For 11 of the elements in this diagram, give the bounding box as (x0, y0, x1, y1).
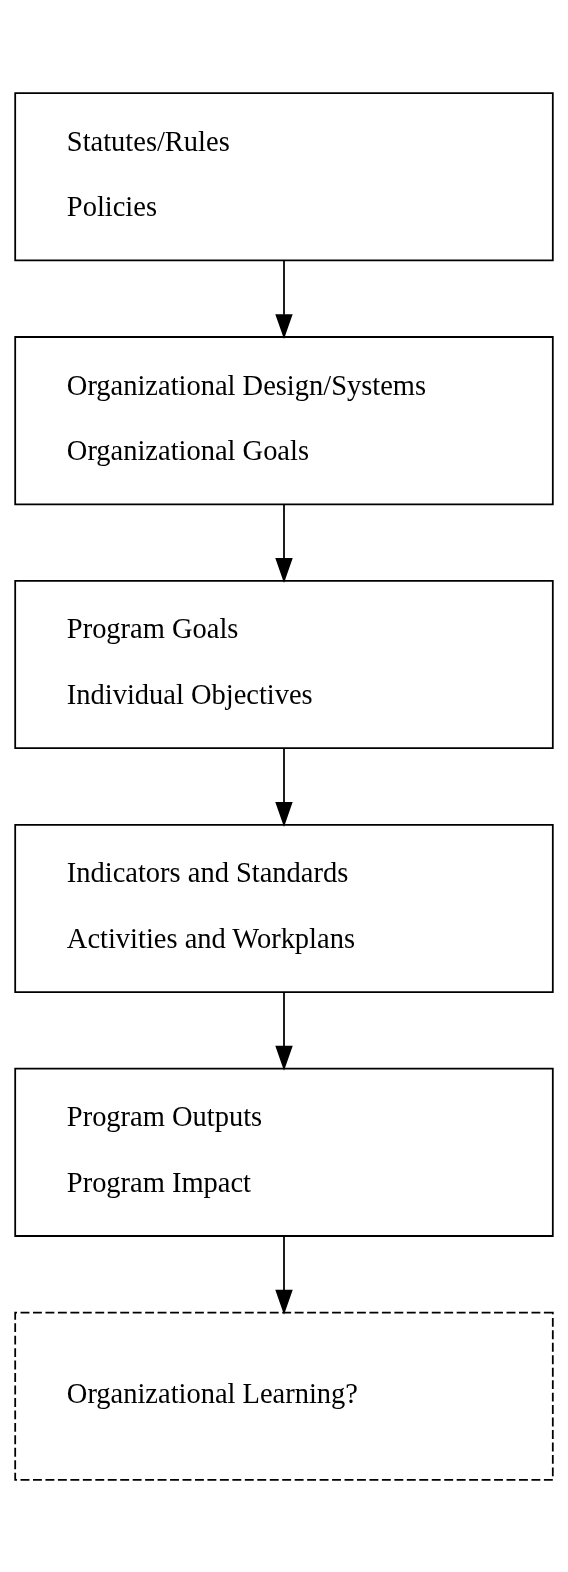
arrow (275, 503, 293, 583)
node-box: Statutes/Rules Policies (14, 91, 554, 261)
node-box: Organizational Learning? (14, 1311, 554, 1481)
arrow (275, 990, 293, 1071)
node-box: Organizational Design/Systems Organizational Goals (14, 335, 554, 505)
node-box: Indicators and Standards Activities and Workplans (14, 823, 554, 993)
arrow (275, 1234, 293, 1315)
arrow (275, 259, 293, 339)
node-box: Program Outputs Program Impact (14, 1067, 554, 1237)
node-box: Program Goals Individual Objectives (14, 579, 554, 749)
arrow (275, 747, 293, 827)
